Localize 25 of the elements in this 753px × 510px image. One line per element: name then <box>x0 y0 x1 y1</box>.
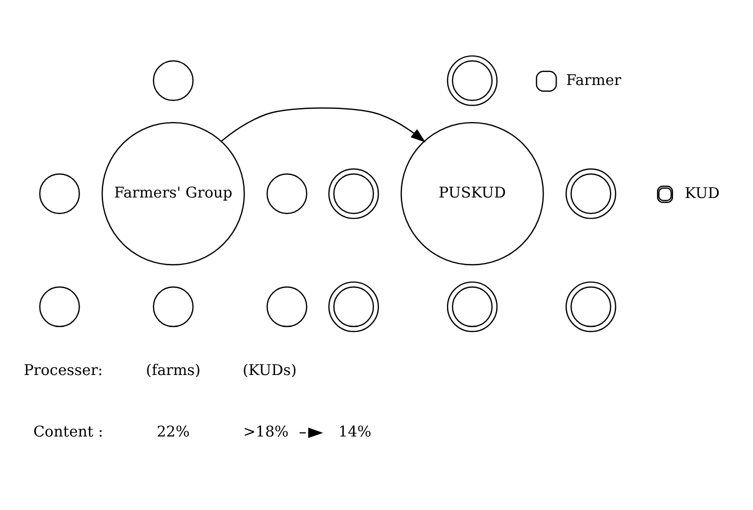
legend-label: KUD <box>684 184 720 202</box>
node-circle: PUSKUD <box>400 122 544 265</box>
node-ring <box>446 280 498 332</box>
label: (KUDs) <box>242 361 297 378</box>
node-circle <box>39 286 80 327</box>
node-circle <box>266 172 308 214</box>
legend-label: Farmer <box>566 72 622 89</box>
label: Processer: <box>24 361 103 378</box>
label: (farms) <box>146 361 201 378</box>
label: 22% <box>156 423 190 440</box>
node-text: 14% <box>338 423 372 440</box>
node-circle: Farmers' Group <box>102 122 245 265</box>
node-ring <box>328 280 379 332</box>
node-ring <box>328 168 379 219</box>
node-text: >18% <box>243 423 289 440</box>
arrow <box>300 427 324 438</box>
node-circle <box>152 60 194 101</box>
label: Content : <box>33 423 104 440</box>
node-ring <box>446 54 498 106</box>
node-circle <box>266 286 308 327</box>
node-circle <box>152 286 194 327</box>
node-ring <box>566 168 616 219</box>
arrow <box>221 106 426 142</box>
node-ring <box>566 280 616 332</box>
node-circle <box>39 172 80 214</box>
